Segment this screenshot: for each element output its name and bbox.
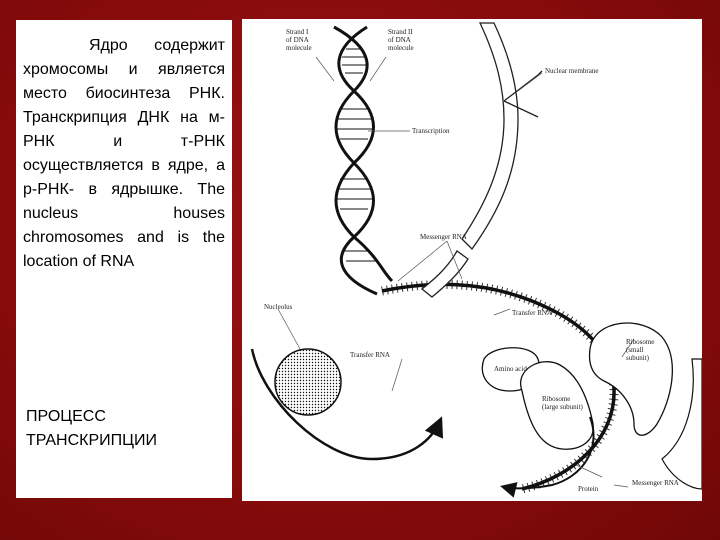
transcription-diagram: Strand I of DNA molecule Strand II of DN… — [242, 19, 702, 501]
label-strand1-line1: Strand I — [286, 28, 309, 36]
label-strand2-line2: of DNA — [388, 36, 411, 44]
label-ribosome-small-line3: subunit) — [626, 354, 650, 362]
label-ribosome-large-line1: Ribosome — [542, 395, 570, 403]
process-heading: ПРОЦЕСС ТРАНСКРИПЦИИ — [26, 405, 226, 453]
heading-line-1: ПРОЦЕСС — [26, 405, 226, 429]
label-transfer-rna: Transfer RNA — [350, 351, 390, 359]
label-nucleolus: Nucleolus — [264, 303, 293, 311]
dna-helix — [334, 27, 392, 294]
text-panel: Ядро содержит хромосомы и является место… — [16, 20, 232, 498]
diagram-svg: Strand I of DNA molecule Strand II of DN… — [242, 19, 702, 501]
label-strand1-line2: of DNA — [286, 36, 309, 44]
description-paragraph: Ядро содержит хромосомы и является место… — [23, 34, 225, 274]
label-amino-acid: Amino acid — [494, 365, 527, 373]
nucleolus — [275, 349, 341, 415]
label-transcription: Transcription — [412, 127, 450, 135]
label-transfer-rna-top: Transfer RNA — [512, 309, 552, 317]
label-strand2-line1: Strand II — [388, 28, 413, 36]
label-ribosome-small-line2: (small — [626, 346, 644, 354]
label-messenger-rna: Messenger RNA — [420, 233, 467, 241]
label-nuclear-membrane: Nuclear membrane — [545, 67, 598, 75]
description-text: Ядро содержит хромосомы и является место… — [23, 34, 225, 274]
label-strand1-line3: molecule — [286, 44, 312, 52]
label-protein: Protein — [578, 485, 599, 493]
nuclear-membrane — [422, 23, 542, 297]
label-ribosome-large-line2: (large subunit) — [542, 403, 584, 411]
heading-line-2: ТРАНСКРИПЦИИ — [26, 429, 226, 453]
label-strand2-line3: molecule — [388, 44, 414, 52]
label-ribosome-small-line1: Ribosome — [626, 338, 654, 346]
label-messenger-rna-bottom: Messenger RNA — [632, 479, 679, 487]
diagram-labels: Strand I of DNA molecule Strand II of DN… — [264, 28, 679, 493]
